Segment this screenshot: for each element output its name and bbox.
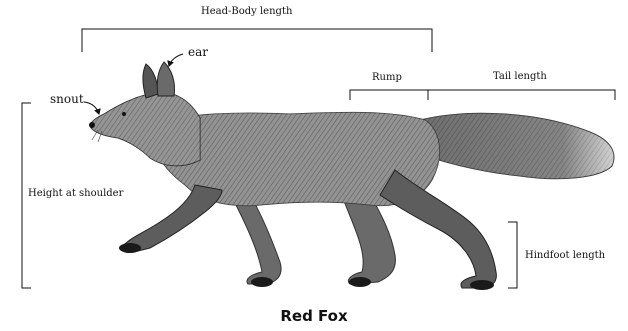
ear-label: ear: [188, 46, 208, 58]
fox-fore-leg-near: [122, 185, 222, 253]
fox-eye: [122, 112, 126, 116]
diagram-caption: Red Fox: [0, 309, 628, 324]
tail-length-label: Tail length: [493, 72, 547, 82]
hindfoot-length-label: Hindfoot length: [525, 251, 605, 261]
fox-nose: [89, 122, 95, 128]
fox-ear-front: [157, 62, 174, 96]
fox-paw: [119, 243, 141, 253]
snout-pointer-arrow: [84, 102, 99, 114]
rump-label: Rump: [372, 73, 402, 83]
fox-ear-back: [143, 64, 158, 98]
head-body-bracket: [82, 29, 432, 52]
fox-hind-leg-near: [380, 170, 496, 288]
hindfoot-bracket: [508, 222, 517, 288]
height-at-shoulder-label: Height at shoulder: [28, 189, 123, 199]
fox-fore-leg-far: [236, 195, 281, 284]
rump-bracket: [350, 90, 428, 100]
snout-label: snout: [50, 93, 84, 105]
head-body-length-label: Head-Body length: [201, 7, 292, 17]
fox-paw: [349, 277, 371, 287]
ear-pointer-arrow: [169, 54, 183, 66]
fox-paw: [251, 277, 273, 287]
fox-paw: [470, 280, 494, 290]
tail-bracket: [428, 90, 615, 100]
